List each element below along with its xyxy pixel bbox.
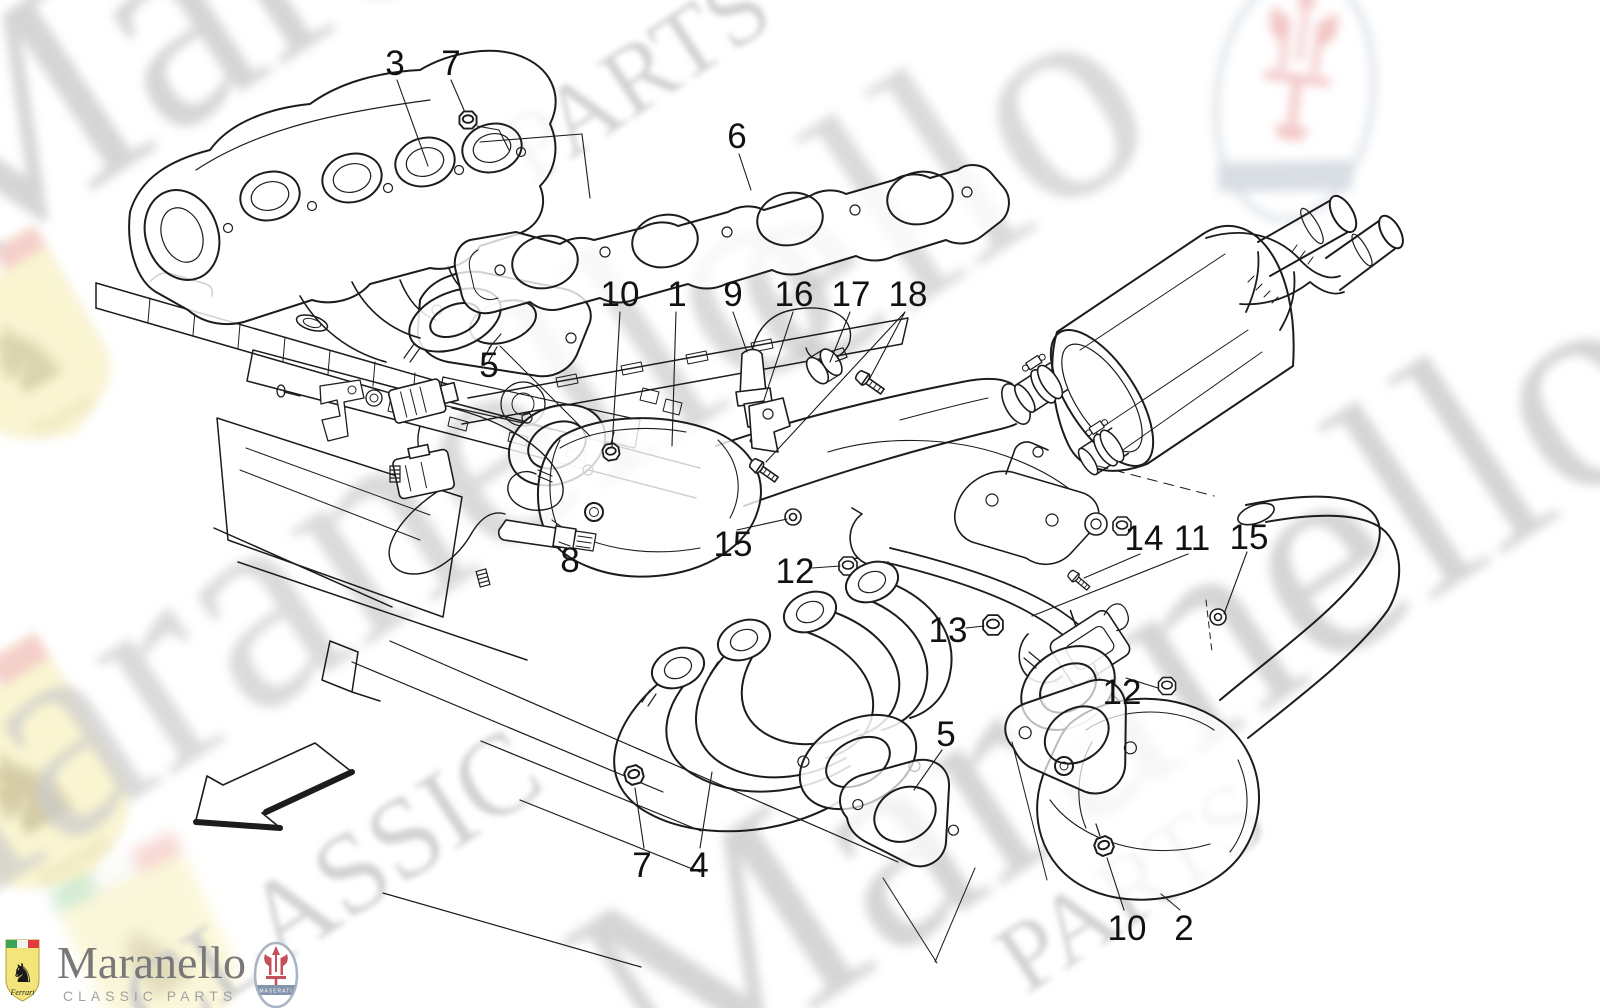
part-callout-16: 16 [774, 275, 814, 314]
part-callout-7: 7 [441, 44, 461, 83]
part-callout-5: 5 [936, 715, 956, 754]
direction-arrow [193, 742, 355, 831]
part-callout-7: 7 [632, 846, 652, 885]
oxygen-sensors-wiring [276, 307, 852, 588]
ferrari-shield-label: Ferrari [10, 988, 35, 997]
maranello-classic-parts-logo: ♞ Ferrari MASERATI [5, 939, 299, 1008]
catalytic-converter-rear [1004, 495, 1401, 901]
maserati-badge-icon: MASERATI [253, 941, 299, 1008]
collector-gasket [838, 758, 960, 868]
rear-silencer [1013, 194, 1404, 497]
part-callout-13: 13 [928, 611, 968, 650]
exhaust-manifold-rear [613, 560, 1048, 964]
part-callout-15: 15 [713, 525, 753, 564]
part-callout-10: 10 [1107, 909, 1147, 948]
sensor-bracket-and-clamp [746, 347, 888, 486]
maserati-badge-label: MASERATI [259, 989, 292, 995]
manifold-port-flanges [650, 560, 900, 690]
part-callout-8: 8 [560, 541, 580, 580]
part-callout-14: 14 [1124, 519, 1164, 558]
part-callout-12: 12 [1102, 673, 1142, 712]
part-callout-5: 5 [479, 346, 499, 385]
part-callout-12: 12 [775, 552, 815, 591]
part-callout-15: 15 [1229, 518, 1269, 557]
part-callout-9: 9 [723, 275, 743, 314]
brand-wordmark: Maranello [57, 937, 247, 988]
horse-icon: ♞ [11, 958, 34, 988]
ferrari-shield-icon: ♞ Ferrari [5, 939, 40, 1002]
part-callout-3: 3 [385, 44, 405, 83]
part-callout-4: 4 [689, 846, 709, 885]
part-callout-18: 18 [888, 275, 928, 314]
manifold-gasket [453, 164, 1010, 315]
part-callout-11: 11 [1173, 519, 1211, 558]
part-callout-1: 1 [667, 275, 687, 314]
brand-tagline: CLASSIC PARTS [63, 988, 238, 1004]
part-callout-10: 10 [600, 275, 640, 314]
leader-lines [396, 79, 1248, 911]
part-callout-6: 6 [727, 117, 747, 156]
part-callout-2: 2 [1174, 909, 1194, 948]
trident-icon [264, 946, 288, 988]
part-callout-17: 17 [831, 275, 871, 314]
